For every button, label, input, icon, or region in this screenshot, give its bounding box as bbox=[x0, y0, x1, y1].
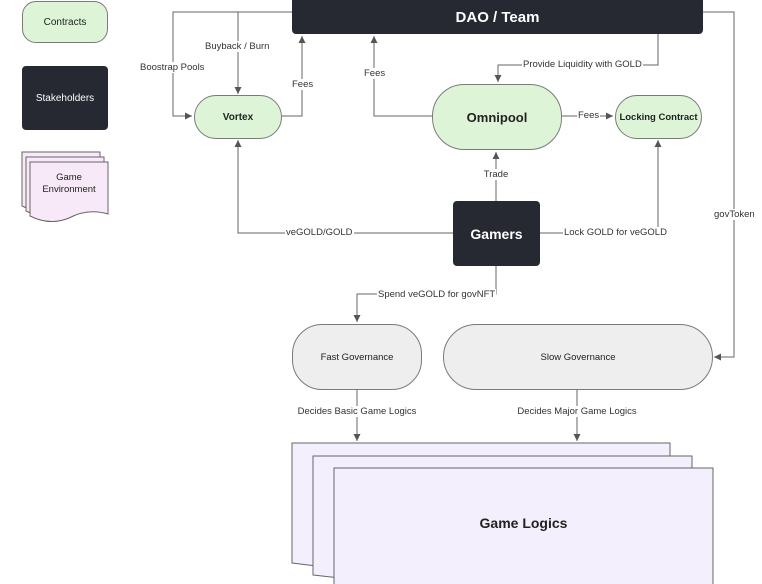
label-buyback-burn: Buyback / Burn bbox=[204, 41, 271, 52]
node-gamers: Gamers bbox=[453, 201, 540, 266]
legend-stakeholders-label: Stakeholders bbox=[35, 92, 95, 104]
node-dao-team: DAO / Team bbox=[292, 0, 703, 34]
edge-fees-vortex bbox=[282, 36, 306, 117]
label-decides-major: Decides Major Game Logics bbox=[516, 406, 638, 417]
label-fees-omnipool-dao: Fees bbox=[363, 68, 387, 79]
edge-fees-omnipool-dao bbox=[370, 36, 432, 117]
legend-game-environment-label: Game Environment bbox=[42, 172, 96, 195]
edge-provide-liquidity bbox=[494, 34, 659, 82]
label-fees-vortex: Fees bbox=[291, 79, 315, 90]
label-bootstrap-pools: Boostrap Pools bbox=[139, 62, 206, 73]
label-vegold-gold: veGOLD/GOLD bbox=[285, 227, 354, 238]
node-omnipool: Omnipool bbox=[432, 84, 562, 150]
edge-vegold-gold bbox=[234, 140, 453, 234]
node-fast-governance: Fast Governance bbox=[292, 324, 422, 390]
label-gov-token: govToken bbox=[713, 209, 756, 220]
label-trade: Trade bbox=[482, 169, 510, 180]
slow-governance-label: Slow Governance bbox=[540, 351, 616, 363]
legend-game-environment: Game Environment bbox=[30, 168, 108, 200]
legend-contracts-label: Contracts bbox=[43, 16, 87, 28]
edge-lock-gold bbox=[540, 140, 662, 234]
gamers-label: Gamers bbox=[470, 225, 523, 242]
label-provide-liquidity: Provide Liquidity with GOLD bbox=[522, 59, 643, 70]
legend-environment-sheet-front bbox=[29, 161, 109, 222]
edge-buyback-burn bbox=[234, 11, 292, 94]
vortex-label: Vortex bbox=[222, 111, 254, 123]
fast-governance-label: Fast Governance bbox=[320, 351, 394, 363]
legend-stakeholders: Stakeholders bbox=[22, 66, 108, 130]
node-game-logics: Game Logics bbox=[334, 490, 713, 556]
node-vortex: Vortex bbox=[194, 95, 282, 139]
label-decides-basic: Decides Basic Game Logics bbox=[296, 406, 418, 417]
label-spend-vegold: Spend veGOLD for govNFT bbox=[377, 289, 497, 300]
omnipool-label: Omnipool bbox=[466, 109, 528, 125]
dao-team-label: DAO / Team bbox=[455, 8, 540, 26]
game-logics-label: Game Logics bbox=[479, 515, 568, 531]
game-logics-sheet-front bbox=[333, 467, 714, 584]
label-fees-omnipool-locking: Fees bbox=[577, 110, 601, 121]
node-locking-contract: Locking Contract bbox=[615, 95, 702, 139]
locking-contract-label: Locking Contract bbox=[619, 111, 698, 123]
legend-contracts: Contracts bbox=[22, 1, 108, 43]
edge-gov-token bbox=[703, 11, 735, 361]
node-slow-governance: Slow Governance bbox=[443, 324, 713, 390]
label-lock-gold: Lock GOLD for veGOLD bbox=[563, 227, 668, 238]
